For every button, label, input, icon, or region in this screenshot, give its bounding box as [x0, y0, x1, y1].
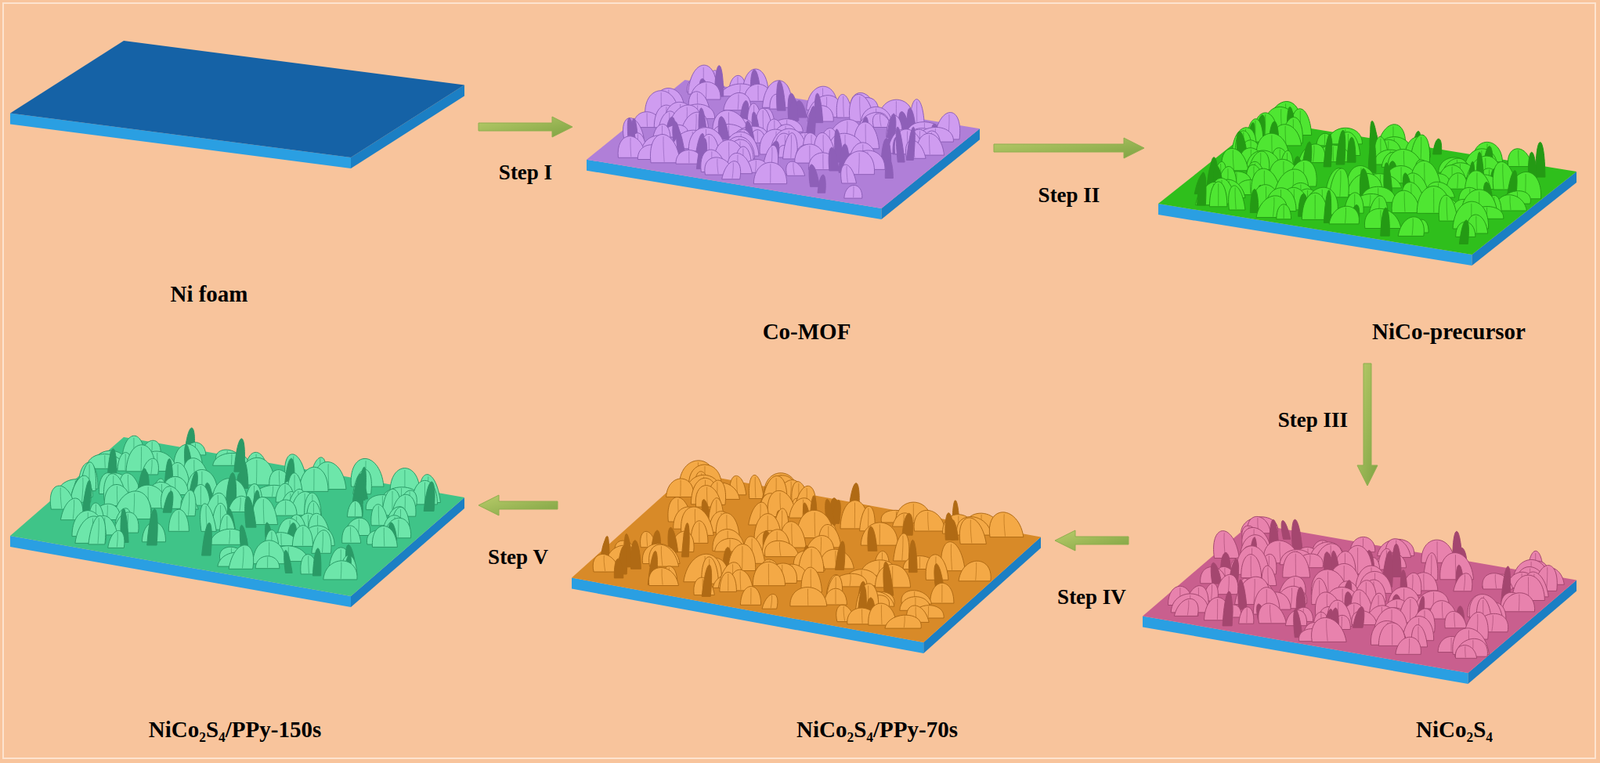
- step-label: Step II: [1036, 182, 1103, 208]
- sample-label: NiCo₂S₄: [1415, 715, 1493, 744]
- sample-label: Ni foam: [169, 280, 248, 308]
- step-arrow: [478, 494, 558, 516]
- step-label: Step III: [1275, 407, 1351, 433]
- step-label: Step IV: [1054, 584, 1129, 610]
- sample-node: NiCo₂S₄: [1142, 499, 1579, 749]
- sample-plate-art: [10, 40, 465, 169]
- step-label: Step I: [496, 159, 555, 185]
- sample-plate-art: [1158, 101, 1577, 266]
- sample-label: NiCo-precursor: [1372, 317, 1526, 346]
- step-arrow: [993, 137, 1145, 159]
- sample-label: NiCo₂S₄/PPy-70s: [796, 715, 958, 744]
- step-label: Step V: [485, 544, 551, 570]
- sample-node: NiCo₂S₄/PPy-70s: [571, 448, 1041, 748]
- sample-node: NiCo₂S₄/PPy-150s: [10, 413, 465, 748]
- sample-node: Ni foam: [10, 40, 465, 312]
- sample-plate-art: [10, 427, 465, 607]
- step-arrow: [1054, 530, 1129, 551]
- sample-label: Co-MOF: [762, 317, 852, 346]
- sample-node: NiCo-precursor: [1158, 97, 1577, 350]
- sample-node: Co-MOF: [586, 56, 980, 350]
- step-arrow: [1357, 363, 1378, 486]
- sample-plate-art: [1142, 516, 1577, 684]
- sample-label: NiCo₂S₄/PPy-150s: [148, 715, 322, 744]
- sample-plate-art: [586, 65, 980, 220]
- sample-plate-art: [571, 460, 1041, 654]
- step-arrow: [478, 116, 573, 138]
